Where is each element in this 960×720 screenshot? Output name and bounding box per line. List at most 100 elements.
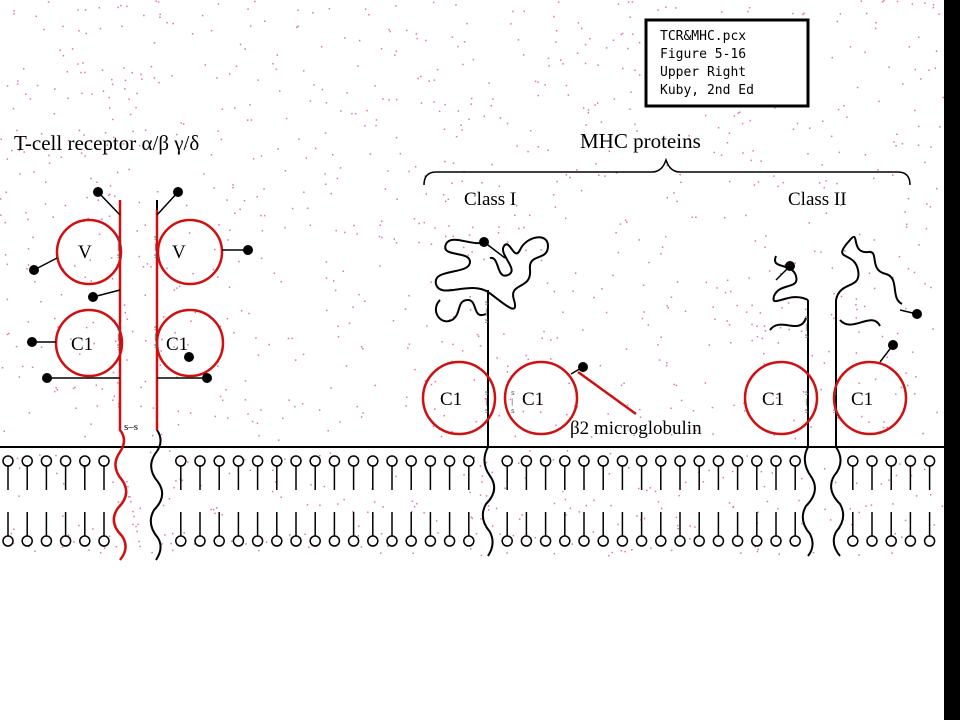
speckle [792, 128, 795, 131]
speckle [344, 231, 346, 234]
speckle [433, 101, 435, 103]
tcr-alpha-stem [112, 200, 128, 561]
speckle [609, 452, 612, 455]
speckle [896, 133, 898, 136]
speckle [172, 532, 174, 535]
speckle [896, 0, 899, 3]
speckle [360, 416, 363, 418]
speckle [309, 224, 311, 227]
speckle [743, 402, 745, 404]
disulfide-mark: | [511, 398, 513, 406]
speckle [883, 0, 885, 2]
lipid-head [194, 535, 206, 547]
speckle [490, 105, 492, 107]
speckle [803, 12, 805, 15]
speckle [353, 224, 355, 227]
speckle [740, 552, 742, 554]
speckle [71, 48, 74, 50]
speckle [436, 68, 439, 71]
speckle [742, 152, 744, 154]
speckle [650, 547, 652, 549]
speckle [55, 454, 57, 457]
speckle [918, 36, 920, 38]
lipid-head [751, 535, 763, 547]
speckle [712, 306, 714, 308]
speckle [451, 36, 454, 38]
speckle [689, 538, 691, 540]
speckle [666, 197, 668, 199]
speckle [169, 450, 171, 452]
speckle [279, 90, 281, 92]
speckle [180, 122, 182, 124]
speckle [506, 552, 508, 554]
speckle [763, 325, 766, 327]
speckle [296, 26, 298, 29]
speckle [160, 433, 163, 436]
speckle [777, 185, 779, 188]
speckle [907, 268, 910, 270]
speckle [726, 320, 728, 322]
disulfide-mark: s [117, 342, 121, 350]
speckle [408, 343, 411, 345]
speckle [925, 227, 928, 230]
disulfide-mark: s [485, 299, 489, 307]
speckle [584, 43, 587, 46]
speckle [435, 520, 438, 522]
speckle [839, 13, 842, 15]
speckle [477, 335, 480, 338]
speckle [273, 272, 276, 274]
speckle [210, 29, 213, 32]
lipid-head [251, 455, 264, 467]
lipid-head [904, 535, 917, 547]
speckle [665, 364, 668, 367]
class2-alpha1-domain [772, 255, 809, 303]
speckle [109, 107, 111, 109]
speckle [389, 30, 391, 33]
speckle [244, 48, 246, 50]
speckle [908, 46, 911, 48]
lipid-head [789, 455, 801, 467]
speckle [82, 466, 85, 469]
speckle [232, 184, 234, 186]
speckle [470, 548, 472, 550]
speckle [258, 435, 260, 437]
speckle [765, 235, 767, 237]
speckle [463, 474, 465, 476]
speckle [471, 517, 474, 520]
speckle [507, 241, 509, 243]
speckle [176, 287, 178, 289]
speckle [67, 97, 69, 100]
speckle [488, 82, 490, 84]
speckle [261, 230, 264, 232]
speckle [265, 541, 268, 543]
speckle [159, 364, 161, 366]
speckle [553, 502, 556, 505]
speckle [112, 399, 114, 401]
speckle [481, 481, 483, 483]
caption-line-4: Kuby, 2nd Ed [660, 83, 754, 98]
disulfide-mark: s [154, 324, 158, 332]
speckle [405, 405, 407, 407]
speckle [820, 251, 822, 253]
lipid-head [578, 455, 590, 467]
lipid-head [923, 535, 936, 547]
speckle [462, 63, 464, 66]
disulfide-mark: s [511, 407, 515, 415]
speckle [352, 306, 354, 308]
speckle [175, 480, 177, 482]
speckle [40, 133, 43, 135]
glycan-knob [578, 362, 588, 372]
speckle [589, 38, 591, 40]
lipid-heads-upper [2, 455, 936, 490]
speckle [84, 155, 86, 157]
speckle [375, 119, 378, 121]
disulfide-mark: | [154, 333, 156, 341]
speckle [395, 98, 398, 101]
speckle [768, 270, 771, 272]
speckle [838, 151, 841, 154]
speckle [142, 266, 145, 268]
speckle [216, 77, 218, 79]
speckle [821, 164, 823, 166]
speckle [239, 43, 242, 46]
